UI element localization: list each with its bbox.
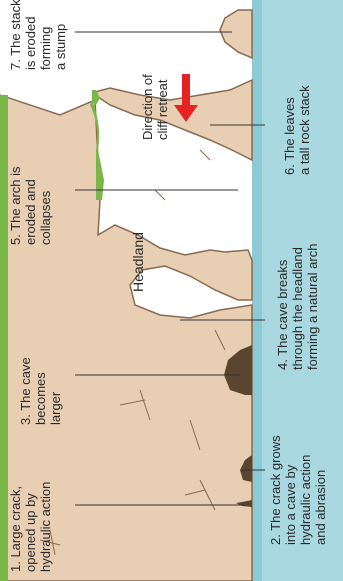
label-step-3: 3. The cave becomes larger	[18, 357, 63, 425]
grass-edge	[0, 95, 8, 581]
sea-shallow	[252, 0, 262, 581]
rock-stump	[220, 10, 252, 58]
label-headland: Headland	[130, 232, 146, 292]
label-step-1: 1. Large crack, opened up by hydraulic a…	[8, 482, 53, 572]
label-step-5: 5. The arch is eroded and collapses	[8, 166, 53, 245]
label-direction-of-retreat: Direction of cliff retreat	[140, 74, 170, 140]
label-step-4: 4. The cave breaks through the headland …	[275, 244, 320, 370]
rock-stack	[95, 80, 252, 160]
label-step-6: 6. The leaves a tall rock stack	[282, 85, 312, 175]
label-step-7: 7. The stack is eroded forming a stump	[8, 0, 68, 70]
label-step-2: 2. The crack grows into a cave by hydrau…	[268, 435, 328, 545]
